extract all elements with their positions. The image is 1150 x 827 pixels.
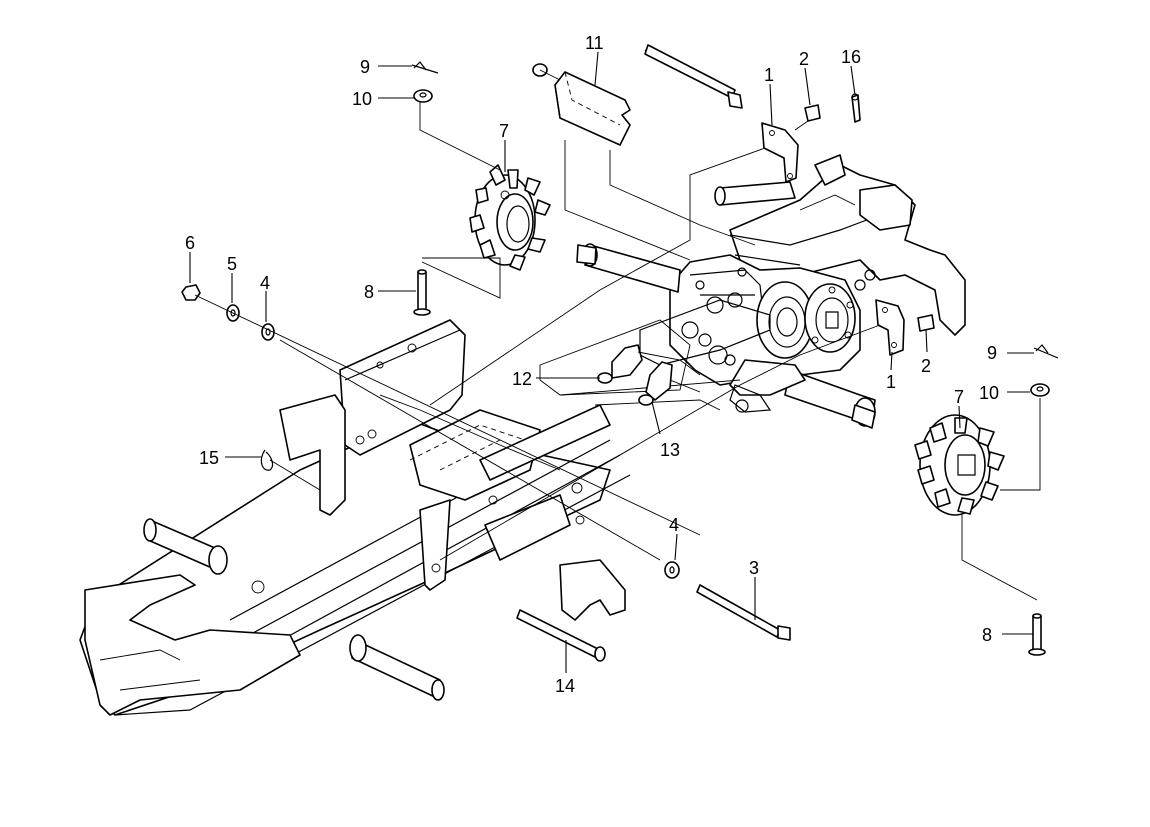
callout-2-lower: 2	[921, 356, 931, 376]
callout-13: 13	[660, 440, 680, 460]
callout-14: 14	[555, 676, 575, 696]
assembly-lines	[194, 69, 1041, 601]
callout-labels: 9 10 7 6 5 4 8 11 1 2 16 12 13 15 4 3 14…	[185, 33, 999, 696]
callout-4-left: 4	[260, 273, 270, 293]
clamp-part-1-lower	[875, 299, 905, 356]
transaxle-assembly	[539, 154, 966, 429]
callout-8-left: 8	[364, 282, 374, 302]
callout-12: 12	[512, 369, 532, 389]
callout-9-left: 9	[360, 57, 370, 77]
fan-part-7-right	[914, 414, 1005, 516]
pin-part-8-right	[1028, 613, 1046, 656]
callout-6: 6	[185, 233, 195, 253]
callout-11: 11	[585, 33, 604, 53]
washer-part-4	[261, 323, 680, 579]
control-levers	[597, 344, 701, 406]
pin-part-8-left	[413, 269, 431, 316]
callout-3: 3	[749, 558, 759, 578]
washer-part-10	[413, 89, 1050, 397]
callout-1-lower: 1	[886, 372, 896, 392]
washer-part-5	[226, 304, 240, 322]
nut-part-6	[181, 284, 201, 301]
callout-10-left: 10	[352, 89, 372, 109]
callout-7-right: 7	[954, 387, 964, 407]
callout-1-upper: 1	[764, 65, 774, 85]
callout-16: 16	[841, 47, 861, 67]
callout-7-left: 7	[499, 121, 509, 141]
clamp-part-1-upper	[761, 122, 799, 183]
callout-10-right: 10	[979, 383, 999, 403]
callout-2-upper: 2	[799, 49, 809, 69]
clip-part-15	[260, 449, 274, 471]
callout-4-right: 4	[669, 515, 679, 535]
bolt-part-3	[696, 584, 791, 641]
callout-9-right: 9	[987, 343, 997, 363]
callout-5: 5	[227, 254, 237, 274]
shield-part-11	[532, 44, 743, 146]
callout-15: 15	[199, 448, 219, 468]
rod-part-14	[516, 609, 606, 662]
callout-leaders	[189, 51, 1034, 673]
mower-frame	[79, 319, 631, 716]
pin-part-16	[851, 93, 861, 123]
cotter-pin-part-9	[411, 61, 1059, 359]
fan-part-7-left	[469, 164, 551, 271]
bolt-part-2	[794, 104, 935, 332]
callout-8-right: 8	[982, 625, 992, 645]
